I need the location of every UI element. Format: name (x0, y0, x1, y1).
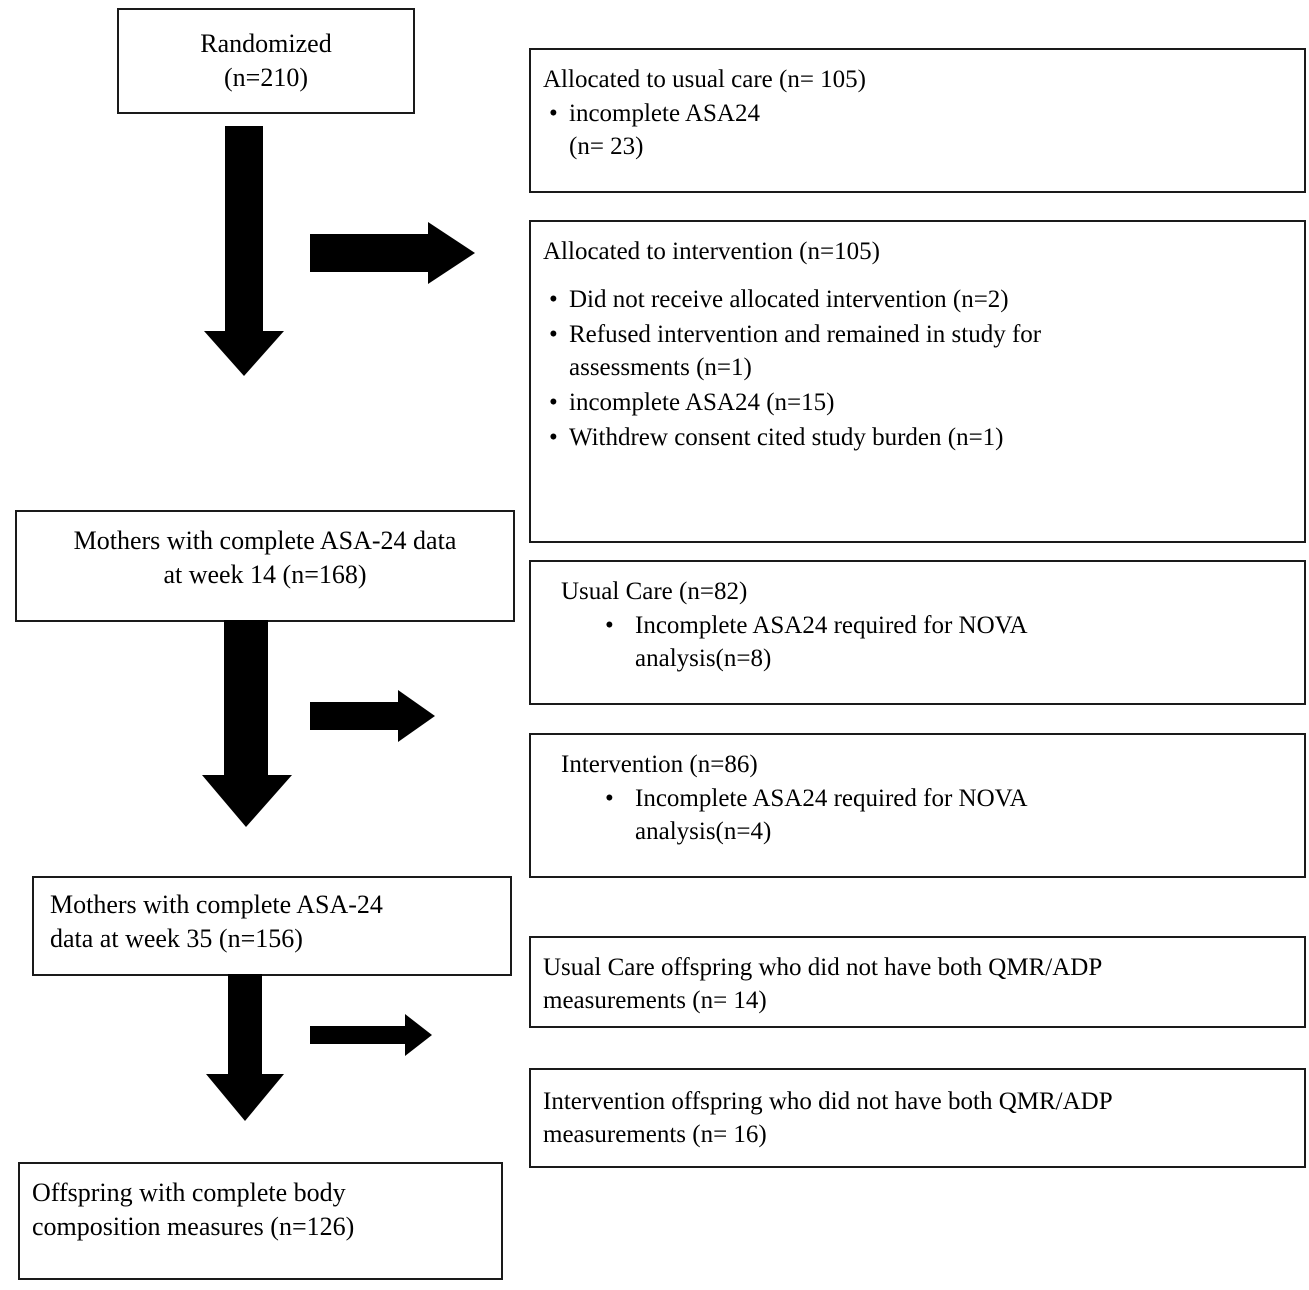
bullet-icon: • (549, 423, 558, 451)
usual-care-alloc-heading: Allocated to usual care (n= 105) (543, 66, 867, 93)
bullet-icon: • (605, 611, 614, 639)
list-item: • Withdrew consent cited study burden (n… (543, 421, 1292, 454)
right-arrow-to-groups-82-86 (310, 690, 435, 744)
bullet-continuation: assessments (n=1) (569, 353, 752, 381)
bullet-text: Incomplete ASA24 required for NOVA (635, 611, 1028, 639)
list-item: • Refused intervention and remained in s… (543, 318, 1292, 384)
down-arrow-randomized-to-week14 (196, 126, 306, 376)
list-item: • incomplete ASA24 (n= 23) (543, 97, 1292, 163)
mothers-week14-line2: at week 14 (n=168) (163, 559, 367, 589)
offspring-final-line1: Offspring with complete body (32, 1178, 346, 1207)
bullet-continuation: (n= 23) (569, 132, 644, 160)
mothers-week35-line2: data at week 35 (n=156) (50, 923, 303, 953)
intervention-86-bullet-list: • Incomplete ASA24 required for NOVA ana… (561, 782, 1292, 848)
mothers-week35-line1: Mothers with complete ASA-24 (50, 890, 383, 919)
offspring-final-line2: composition measures (n=126) (32, 1211, 355, 1241)
right-arrow-to-intervention-alloc (310, 222, 475, 286)
intervention-alloc-bullet-list: • Did not receive allocated intervention… (543, 283, 1292, 454)
list-item: • incomplete ASA24 (n=15) (543, 386, 1292, 419)
bullet-text: incomplete ASA24 (569, 99, 760, 127)
box-usual-care-offspring-exclusions: Usual Care offspring who did not have bo… (529, 936, 1306, 1028)
bullet-text: Did not receive allocated intervention (… (569, 285, 1009, 313)
bullet-continuation: analysis(n=8) (635, 644, 772, 672)
bullet-text: Incomplete ASA24 required for NOVA (635, 784, 1028, 812)
randomized-line2: (n=210) (224, 63, 308, 92)
box-usual-care-82: Usual Care (n=82) • Incomplete ASA24 req… (529, 560, 1306, 705)
box-mothers-week-14: Mothers with complete ASA-24 data at wee… (15, 510, 515, 622)
bullet-text: incomplete ASA24 (n=15) (569, 388, 835, 416)
bullet-text: Refused intervention and remained in stu… (569, 320, 1042, 348)
usual-care-alloc-bullet-list: • incomplete ASA24 (n= 23) (543, 97, 1292, 163)
randomized-line1: Randomized (200, 29, 332, 59)
intervention-86-heading: Intervention (n=86) (561, 751, 758, 778)
list-item: • Incomplete ASA24 required for NOVA ana… (561, 609, 1292, 675)
box-allocated-intervention: Allocated to intervention (n=105) • Did … (529, 220, 1306, 543)
usual-care-offspring-line1: Usual Care offspring who did not have bo… (543, 954, 1103, 981)
box-intervention-86: Intervention (n=86) • Incomplete ASA24 r… (529, 733, 1306, 878)
list-item: • Did not receive allocated intervention… (543, 283, 1292, 316)
bullet-icon: • (549, 285, 558, 313)
bullet-text: Withdrew consent cited study burden (n=1… (569, 423, 1004, 451)
box-randomized: Randomized (n=210) (117, 8, 415, 114)
bullet-continuation: analysis(n=4) (635, 817, 772, 845)
spacer (543, 269, 1292, 283)
bullet-icon: • (549, 99, 558, 127)
right-arrow-to-offspring-exclusions (310, 1012, 432, 1058)
bullet-icon: • (549, 388, 558, 416)
usual-care-82-bullet-list: • Incomplete ASA24 required for NOVA ana… (561, 609, 1292, 675)
usual-care-offspring-line2: measurements (n= 14) (543, 986, 767, 1014)
box-mothers-week-35: Mothers with complete ASA-24 data at wee… (32, 876, 512, 976)
list-item: • Incomplete ASA24 required for NOVA ana… (561, 782, 1292, 848)
down-arrow-week35-to-offspring (196, 974, 306, 1129)
bullet-icon: • (605, 784, 614, 812)
usual-care-82-heading: Usual Care (n=82) (561, 578, 748, 605)
intervention-alloc-heading: Allocated to intervention (n=105) (543, 238, 880, 265)
bullet-icon: • (549, 320, 558, 348)
box-offspring-final: Offspring with complete body composition… (18, 1162, 503, 1280)
box-allocated-usual-care: Allocated to usual care (n= 105) • incom… (529, 48, 1306, 193)
mothers-week14-line1: Mothers with complete ASA-24 data (73, 526, 457, 555)
box-intervention-offspring-exclusions: Intervention offspring who did not have … (529, 1068, 1306, 1168)
intervention-offspring-line2: measurements (n= 16) (543, 1120, 767, 1148)
down-arrow-week14-to-week35 (196, 620, 306, 830)
intervention-offspring-line1: Intervention offspring who did not have … (543, 1088, 1113, 1115)
